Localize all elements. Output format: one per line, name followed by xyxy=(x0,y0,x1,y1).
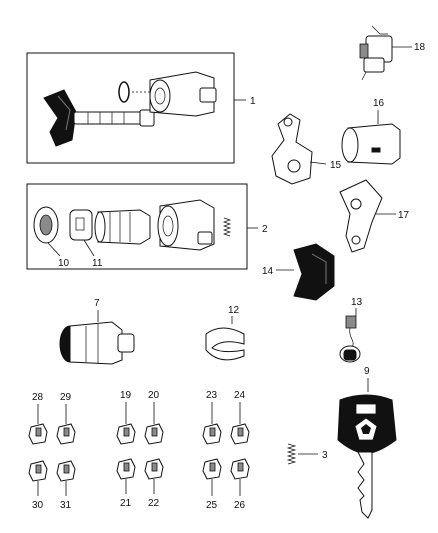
callout-14: 14 xyxy=(262,266,274,277)
tumbler-19 xyxy=(116,402,136,445)
lock-cylinder-16 xyxy=(341,110,401,165)
lever-part-15 xyxy=(271,113,327,185)
door-housing xyxy=(157,199,215,251)
callout-30: 30 xyxy=(32,500,44,511)
spring-box-2 xyxy=(222,217,232,237)
group-box-2 xyxy=(26,183,258,270)
callout-22: 22 xyxy=(148,498,160,509)
callout-17: 17 xyxy=(398,210,410,221)
pentastar-icon xyxy=(354,417,378,441)
group-box-1 xyxy=(26,52,246,164)
callout-26: 26 xyxy=(234,500,246,511)
callout-10: 10 xyxy=(58,258,70,269)
callout-28: 28 xyxy=(32,392,44,403)
callout-23: 23 xyxy=(206,390,218,401)
callout-25: 25 xyxy=(206,500,218,511)
lock-housing xyxy=(149,71,217,117)
tumbler-30 xyxy=(28,460,48,496)
callout-18: 18 xyxy=(414,42,426,53)
tumbler-29 xyxy=(56,404,76,445)
cap-part-11 xyxy=(69,209,95,257)
bezel-part-10 xyxy=(33,206,61,257)
tumbler-24 xyxy=(230,402,250,445)
tumbler-25 xyxy=(202,458,222,496)
callout-2: 2 xyxy=(262,224,268,235)
tumbler-23 xyxy=(202,402,222,445)
tumbler-22 xyxy=(144,458,164,494)
arm-part-17 xyxy=(339,179,396,253)
ignition-shaft xyxy=(73,109,155,127)
callout-3: 3 xyxy=(322,450,328,461)
tumbler-26 xyxy=(230,458,250,496)
callout-31: 31 xyxy=(60,500,72,511)
callout-16: 16 xyxy=(373,98,385,109)
tumbler-21 xyxy=(116,458,136,494)
tumbler-20 xyxy=(144,402,164,445)
spring-part-3 xyxy=(286,443,318,465)
ignition-knob xyxy=(43,89,77,147)
tumbler-28 xyxy=(28,404,48,445)
callout-12: 12 xyxy=(228,305,240,316)
callout-9: 9 xyxy=(364,366,370,377)
callout-20: 20 xyxy=(148,390,160,401)
callout-7: 7 xyxy=(94,298,100,309)
module-part-18 xyxy=(359,25,412,81)
callout-15: 15 xyxy=(330,160,342,171)
e-clip-12 xyxy=(205,316,245,361)
callout-21: 21 xyxy=(120,498,132,509)
knob-part-14 xyxy=(276,243,335,301)
o-ring xyxy=(118,81,130,103)
tumbler-31 xyxy=(56,460,76,496)
sensor-part-13 xyxy=(339,308,361,363)
callout-13: 13 xyxy=(351,297,363,308)
callout-11: 11 xyxy=(92,258,103,269)
lock-cylinder-7 xyxy=(59,310,135,365)
key-part-9 xyxy=(337,378,397,519)
door-cylinder xyxy=(94,209,151,245)
callout-29: 29 xyxy=(60,392,72,403)
callout-24: 24 xyxy=(234,390,246,401)
callout-1: 1 xyxy=(250,96,256,107)
callout-19: 19 xyxy=(120,390,132,401)
